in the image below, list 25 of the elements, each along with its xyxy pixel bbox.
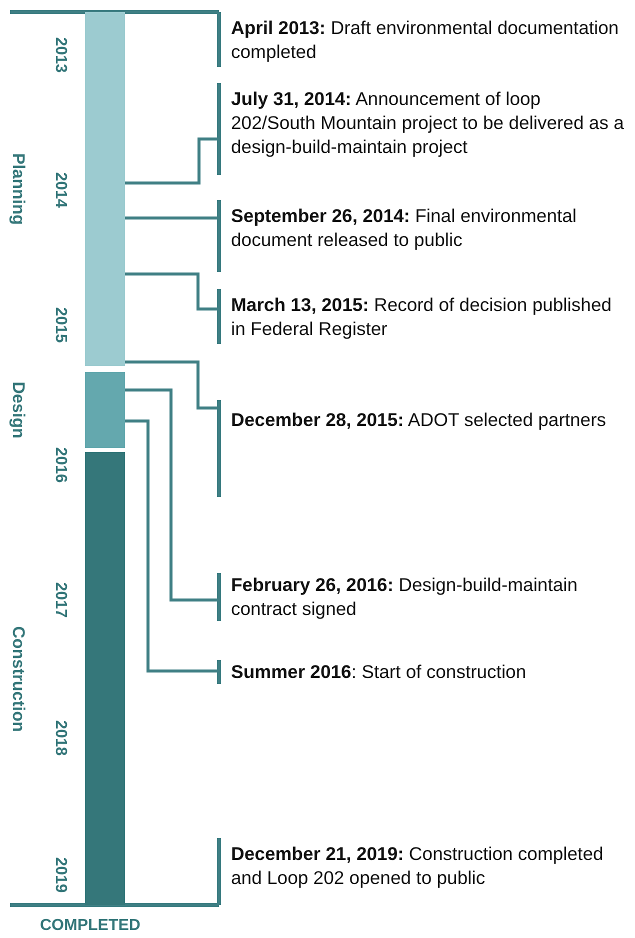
event-text: September 26, 2014: Final environmental document released to public (231, 204, 578, 252)
year-label: 2014 (51, 172, 69, 208)
phase-label: Planning (8, 153, 28, 225)
event-text: July 31, 2014: Announcement of loop 202/South Mountain project to be delivered as a design-build-maintain project (231, 87, 625, 159)
event-text: December 28, 2015: ADOT selected partners (231, 408, 608, 432)
year-label: 2017 (51, 582, 69, 618)
year-label: 2019 (51, 857, 69, 893)
connector-line (125, 272, 217, 310)
end-label: COMPLETED (40, 917, 140, 935)
connector-line (125, 388, 217, 602)
connector-line (125, 420, 217, 672)
year-label: 2015 (51, 307, 69, 343)
connector-line (125, 216, 217, 220)
year-label: 2018 (51, 720, 69, 756)
event-text: December 21, 2019: Construction completed and Loop 202 opened to public (231, 842, 604, 890)
year-label: 2013 (51, 37, 69, 73)
event-text: Summer 2016: Start of construction (231, 660, 528, 684)
event-text: February 26, 2016: Design-build-maintain contract signed (231, 573, 579, 621)
event-text: March 13, 2015: Record of decision published in Federal Register (231, 293, 613, 341)
connector-line (125, 360, 217, 410)
phase-label: Construction (8, 626, 28, 732)
event-text: April 2013: Draft environmental documentation completed (231, 16, 620, 64)
year-label: 2016 (51, 447, 69, 483)
connector-line (125, 138, 217, 184)
phase-label: Design (8, 382, 28, 438)
